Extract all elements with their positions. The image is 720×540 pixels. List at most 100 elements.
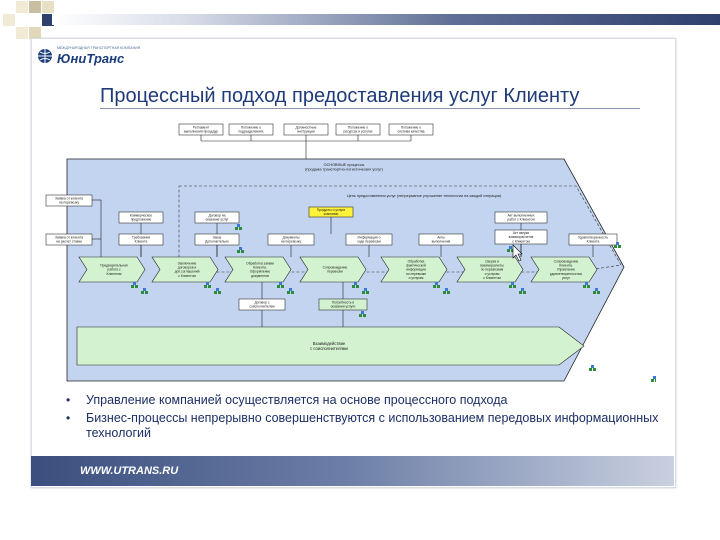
process-chevron-text: Заключение	[178, 262, 197, 266]
resource-icon	[214, 291, 217, 294]
process-chevron-text: работа с	[107, 268, 121, 272]
output-box-text: Клиента	[587, 240, 600, 244]
top-control-box-text: Положение о	[348, 126, 368, 130]
resource-icon	[204, 285, 207, 288]
process-diagram: ОСНОВНЫЕ процессы(продажа транспортно-ло…	[45, 123, 656, 382]
process-chevron-text: Сопровождение	[323, 266, 348, 270]
top-control-box-text: выполнения процедур	[184, 130, 218, 134]
output-box-text: Заказ	[213, 236, 222, 240]
resource-icon	[509, 246, 512, 249]
process-chevron-text: удовлетворенностью	[550, 272, 583, 276]
resource-icon	[143, 288, 146, 291]
resource-icon	[366, 291, 369, 294]
output-box-text: Коммерческое	[130, 214, 152, 218]
output-box-text: Клиента	[135, 240, 148, 244]
company-logo: МЕЖДУНАРОДНАЯ ТРАНСПОРТНАЯ КОМПАНИЯ ЮниТ…	[37, 46, 147, 68]
resource-icon	[523, 291, 526, 294]
output-box-text: с Клиентом	[512, 239, 530, 243]
resource-icon	[595, 288, 598, 291]
top-control-box-text: Положение о	[401, 126, 421, 130]
resource-icon	[597, 291, 600, 294]
resource-icon	[445, 288, 448, 291]
output-box-text: Удовлетворенность	[578, 236, 608, 240]
resource-icon	[364, 288, 367, 291]
bottom-box-text: соисполнителем	[249, 305, 275, 309]
output-box-text: предложение	[131, 218, 152, 222]
resource-icon	[511, 249, 514, 252]
process-chevron-text: документов	[251, 274, 269, 278]
output-box-text: выполнения	[432, 240, 451, 244]
resource-icon	[651, 379, 654, 382]
bottom-box-text: Договор с	[254, 301, 269, 305]
top-control-box-text: Должностные	[296, 126, 317, 130]
output-box-text: ходе перевозки	[357, 240, 381, 244]
input-box-text: на расчет ставки	[56, 240, 82, 244]
resource-icon	[131, 285, 134, 288]
resource-icon	[511, 282, 514, 285]
bullet-item: • Бизнес-процессы непрерывно совершенств…	[66, 411, 666, 441]
process-chevron-text: услуг	[562, 276, 571, 280]
resource-icon	[287, 291, 290, 294]
resource-icon	[593, 291, 596, 294]
logo-tagline: МЕЖДУНАРОДНАЯ ТРАНСПОРТНАЯ КОМПАНИЯ	[57, 46, 141, 50]
resource-icon	[618, 245, 621, 248]
resource-icon	[133, 282, 136, 285]
process-chevron	[456, 256, 524, 283]
process-chevron	[151, 256, 219, 283]
input-box-text: на перевозку	[59, 201, 79, 205]
mouse-cursor-icon	[512, 244, 523, 262]
process-chevron-text: Оформление	[250, 270, 271, 274]
process-chevron-text: Сверка и	[485, 259, 499, 263]
process-chevron-text: Обработка заявки	[246, 262, 274, 266]
output-box-text: Требования	[132, 236, 150, 240]
resource-icon	[354, 282, 357, 285]
resource-icon	[239, 247, 242, 250]
resource-icon	[513, 285, 516, 288]
globe-icon	[38, 49, 52, 63]
highlight-box-text: Продукты и услуги	[317, 208, 346, 212]
top-control-box-text: Регламент	[193, 126, 210, 130]
resource-icon	[289, 288, 292, 291]
highlight-box-text: компании	[324, 212, 339, 216]
resource-icon	[208, 285, 211, 288]
process-chevron-text: Клиента.	[253, 266, 267, 270]
output-box-text: Документы	[283, 236, 301, 240]
top-control-box-text: инструкции	[297, 130, 314, 134]
main-process-label: ОСНОВНЫЕ процессы	[324, 163, 365, 167]
output-box-text: Дополнительно	[205, 240, 229, 244]
process-chevron-text: и услугам	[485, 272, 501, 276]
process-chevron-text: взаиморасчеты	[480, 264, 504, 268]
resource-icon	[435, 282, 438, 285]
process-chevron-text: по перевозке	[406, 272, 426, 276]
resource-icon	[352, 285, 355, 288]
process-chevron-text: Обработка	[408, 259, 425, 263]
process-chevron-text: и услугам	[409, 276, 425, 280]
resource-icon	[447, 291, 450, 294]
resource-icon	[135, 285, 138, 288]
bottom-box-text: Потребность в	[332, 301, 355, 305]
resource-icon	[359, 314, 362, 317]
process-chevron-text: Предварительная	[100, 264, 128, 268]
process-chevron	[78, 256, 146, 283]
bullet-item: • Управление компанией осуществляется на…	[66, 393, 666, 408]
resource-icon	[362, 291, 365, 294]
bottom-process-text: с соисполнителями	[310, 346, 348, 351]
resource-icon	[363, 314, 366, 317]
output-box-text: Договор на	[208, 214, 225, 218]
top-control-box-text: ресурсах и услугах	[343, 130, 372, 134]
process-chevron-text: Клиентом	[107, 272, 123, 276]
process-chevron-text: перевозки	[327, 270, 343, 274]
process-chevron	[299, 256, 367, 283]
resource-icon	[519, 291, 522, 294]
bullet-dot: •	[66, 411, 71, 425]
bullet-list: • Управление компанией осуществляется на…	[66, 393, 666, 444]
chain-frame	[178, 185, 622, 273]
footer-url[interactable]: WWW.UTRANS.RU	[80, 465, 179, 477]
resource-icon	[614, 245, 617, 248]
process-chevron-text: доп.соглашений	[175, 270, 200, 274]
process-chevron	[530, 256, 598, 283]
resource-icon	[616, 242, 619, 245]
process-chevron-text: с Клиентом	[483, 276, 501, 280]
output-box-text: оказание услуг	[206, 218, 230, 222]
resource-icon	[443, 291, 446, 294]
